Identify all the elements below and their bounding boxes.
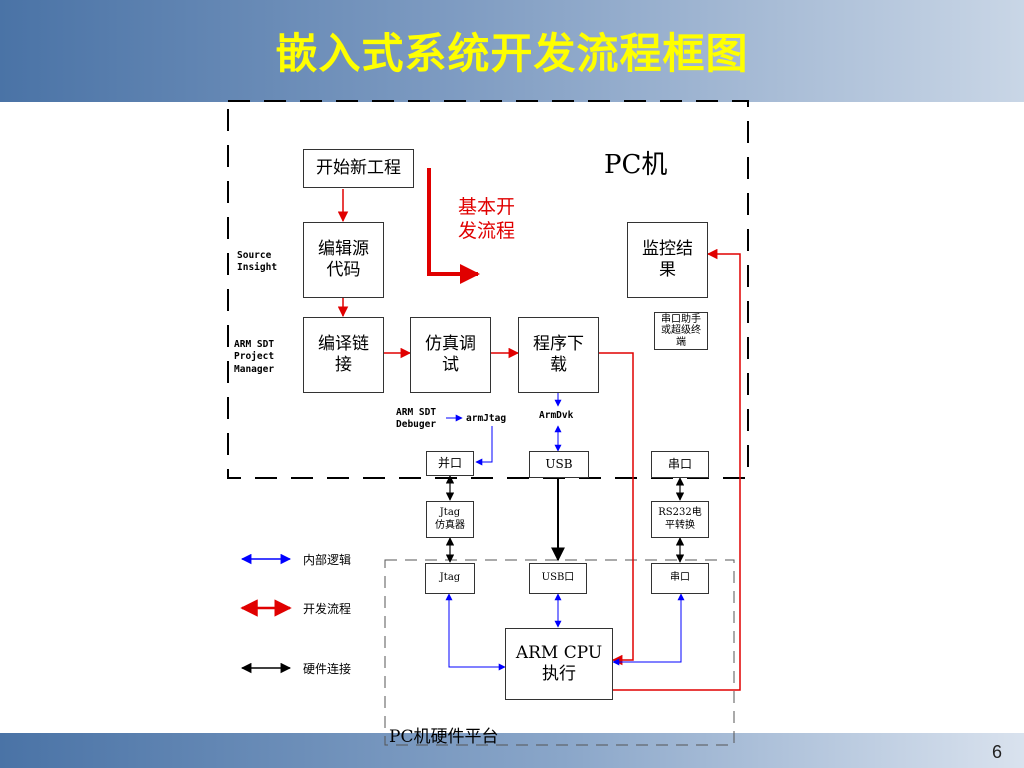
pc-label: PC机: [604, 150, 668, 180]
hw-jtag-box: Jtag: [425, 563, 475, 594]
monitor-box: 监控结 果: [627, 222, 708, 298]
footer-bar: [0, 733, 1024, 768]
arm-sdt-pm-label: ARM SDT Project Manager: [234, 339, 275, 375]
slide-title: 嵌入式系统开发流程框图: [275, 29, 749, 78]
pc-section-border: [227, 100, 749, 479]
parallel-port-box: 并口: [426, 451, 474, 476]
arm-jtag-label: armJtag: [466, 413, 507, 424]
new-project-box: 开始新工程: [303, 149, 414, 188]
hardware-section-border: [384, 559, 735, 746]
arrow-download-to-cpu: [599, 352, 634, 666]
arm-sdt-debuger-label: ARM SDT Debuger: [396, 407, 437, 431]
jtag-emulator-box: Jtag 仿真器: [426, 501, 474, 538]
arrow-cpu-to-monitor: [613, 248, 741, 691]
title-bar: [0, 0, 1024, 102]
arrow-jtag-to-cpu: [445, 593, 506, 671]
basic-flow-arrow: [427, 168, 480, 284]
hardware-platform-label: PC机硬件平台: [389, 727, 499, 747]
arm-cpu-box: ARM CPU 执行: [505, 628, 613, 700]
basic-flow-label: 基本开 发流程: [458, 196, 516, 242]
page-number: 6: [991, 742, 1002, 762]
arm-dvk-label: ArmDvk: [539, 410, 574, 421]
serial-port-box: 串口: [651, 451, 709, 478]
rs232-box: RS232电 平转换: [651, 501, 709, 538]
hw-serial-box: 串口: [651, 563, 709, 594]
legend-logic-label: 内部逻辑: [303, 553, 352, 567]
legend-hardware-label: 硬件连接: [303, 662, 352, 676]
legend-flow-label: 开发流程: [303, 602, 352, 616]
compile-link-box: 编译链 接: [303, 317, 384, 393]
edit-source-box: 编辑源 代码: [303, 222, 384, 298]
usb-box: USB: [529, 451, 589, 478]
arrow-serial-to-cpu: [612, 593, 685, 666]
download-box: 程序下 载: [518, 317, 599, 393]
hw-usb-port-box: USB口: [529, 563, 587, 594]
simulate-debug-box: 仿真调 试: [410, 317, 491, 393]
serial-tool-box: 串口助手 或超级终 端: [654, 312, 708, 350]
arrow-armjtag-to-parallel: [475, 426, 493, 466]
source-insight-label: Source Insight: [237, 250, 278, 274]
